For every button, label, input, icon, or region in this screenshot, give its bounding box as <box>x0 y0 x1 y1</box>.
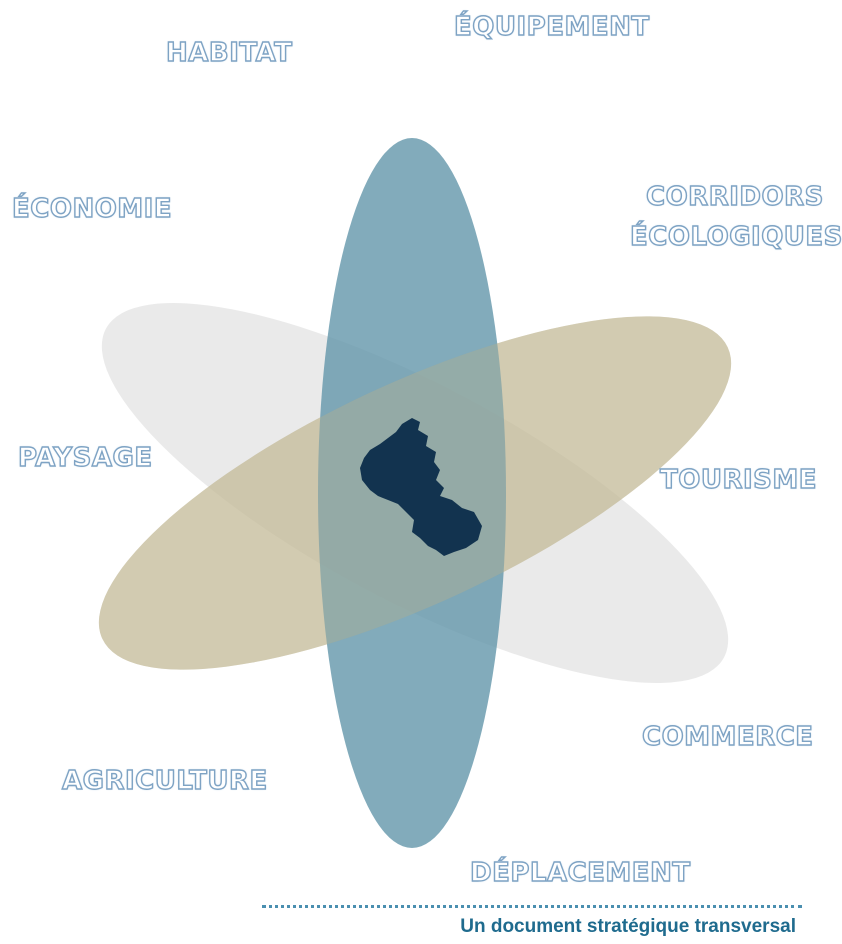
caption-divider <box>262 905 802 908</box>
label-agriculture: AGRICULTURE <box>61 765 268 796</box>
label-corridors-line1: CORRIDORS <box>645 181 824 212</box>
label-equipement: ÉQUIPEMENT <box>453 11 650 42</box>
label-commerce: COMMERCE <box>641 721 814 752</box>
label-habitat: HABITAT <box>165 37 293 68</box>
label-paysage: PAYSAGE <box>17 442 153 473</box>
territory-map-icon <box>360 418 482 556</box>
label-corridors-line2: ÉCOLOGIQUES <box>629 221 842 252</box>
caption-text: Un document stratégique transversal <box>460 916 796 937</box>
label-deplacement: DÉPLACEMENT <box>469 857 691 888</box>
label-economie: ÉCONOMIE <box>11 193 173 224</box>
label-tourisme: TOURISME <box>659 464 818 495</box>
